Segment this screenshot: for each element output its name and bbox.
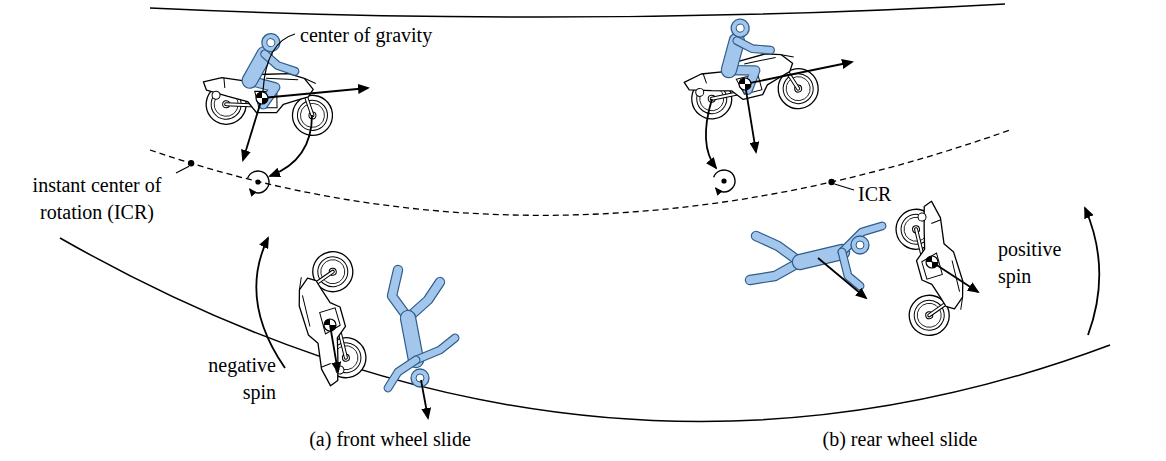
rider-helmet: [730, 18, 750, 38]
rider-limb: [737, 36, 771, 54]
center-of-gravity-symbol: [256, 92, 268, 104]
helmet-visor: [736, 24, 745, 33]
icr-point: [188, 160, 194, 166]
motion-arrow: [243, 98, 262, 160]
fallen-motorcycle-a: [291, 249, 372, 389]
motion-arrow: [706, 99, 716, 168]
motion-arrow: [818, 258, 866, 298]
exhaust: [917, 212, 926, 221]
helmet-visor: [416, 374, 424, 382]
fallen-rider-b: [750, 226, 882, 286]
fallen-rider-a: [388, 270, 455, 388]
bike-body: [295, 273, 355, 389]
icr-point: [828, 179, 834, 185]
rotation-symbol: [248, 171, 269, 193]
helmet-visor: [856, 241, 864, 249]
cg-quadrant: [739, 78, 751, 90]
motion-arrow: [745, 84, 756, 152]
exhaust: [212, 91, 221, 100]
motion-arrow: [256, 238, 285, 368]
leader-line: [835, 184, 854, 190]
rider-outline: [408, 318, 416, 360]
exhaust: [695, 88, 704, 97]
cg-circle: [739, 78, 751, 90]
rotation-center: [255, 179, 260, 184]
helmet-visor: [266, 38, 275, 47]
center-of-gravity-symbol: [739, 78, 751, 90]
annotation-label: negative spin: [190, 352, 276, 406]
rotation-symbol: [714, 170, 735, 192]
motion-arrow: [262, 88, 368, 98]
bike-body: [907, 198, 967, 314]
motion-arrow: [421, 380, 428, 418]
rider-outline: [416, 338, 455, 360]
rider-limb: [408, 318, 416, 360]
annotation-label: ICR: [858, 181, 891, 208]
annotation-label: instant center of rotation (ICR): [8, 172, 186, 226]
leader-line: [263, 34, 295, 91]
leader-line: [176, 166, 189, 173]
motion-arrow: [330, 325, 338, 372]
motion-arrow: [932, 262, 978, 292]
rider-helmet: [411, 369, 429, 387]
motion-arrow: [745, 62, 852, 84]
cg-circle: [256, 92, 268, 104]
rider-limb: [416, 338, 455, 360]
subfigure-caption: (a) front wheel slide: [240, 426, 540, 453]
cg-quadrant: [256, 92, 268, 104]
motion-arrow: [270, 115, 312, 176]
rotation-center: [721, 178, 726, 183]
fallen-motorcycle-b: [890, 198, 971, 338]
road-edge: [150, 4, 1005, 17]
annotation-label: center of gravity: [300, 22, 432, 49]
rider-outline: [737, 36, 771, 54]
rider-helmet: [851, 236, 869, 254]
arrows: [243, 62, 852, 193]
subfigure-caption: (b) rear wheel slide: [750, 426, 1050, 453]
motion-arrow: [1085, 208, 1099, 335]
rider-helmet: [261, 33, 281, 53]
annotation-label: positive spin: [998, 236, 1078, 290]
